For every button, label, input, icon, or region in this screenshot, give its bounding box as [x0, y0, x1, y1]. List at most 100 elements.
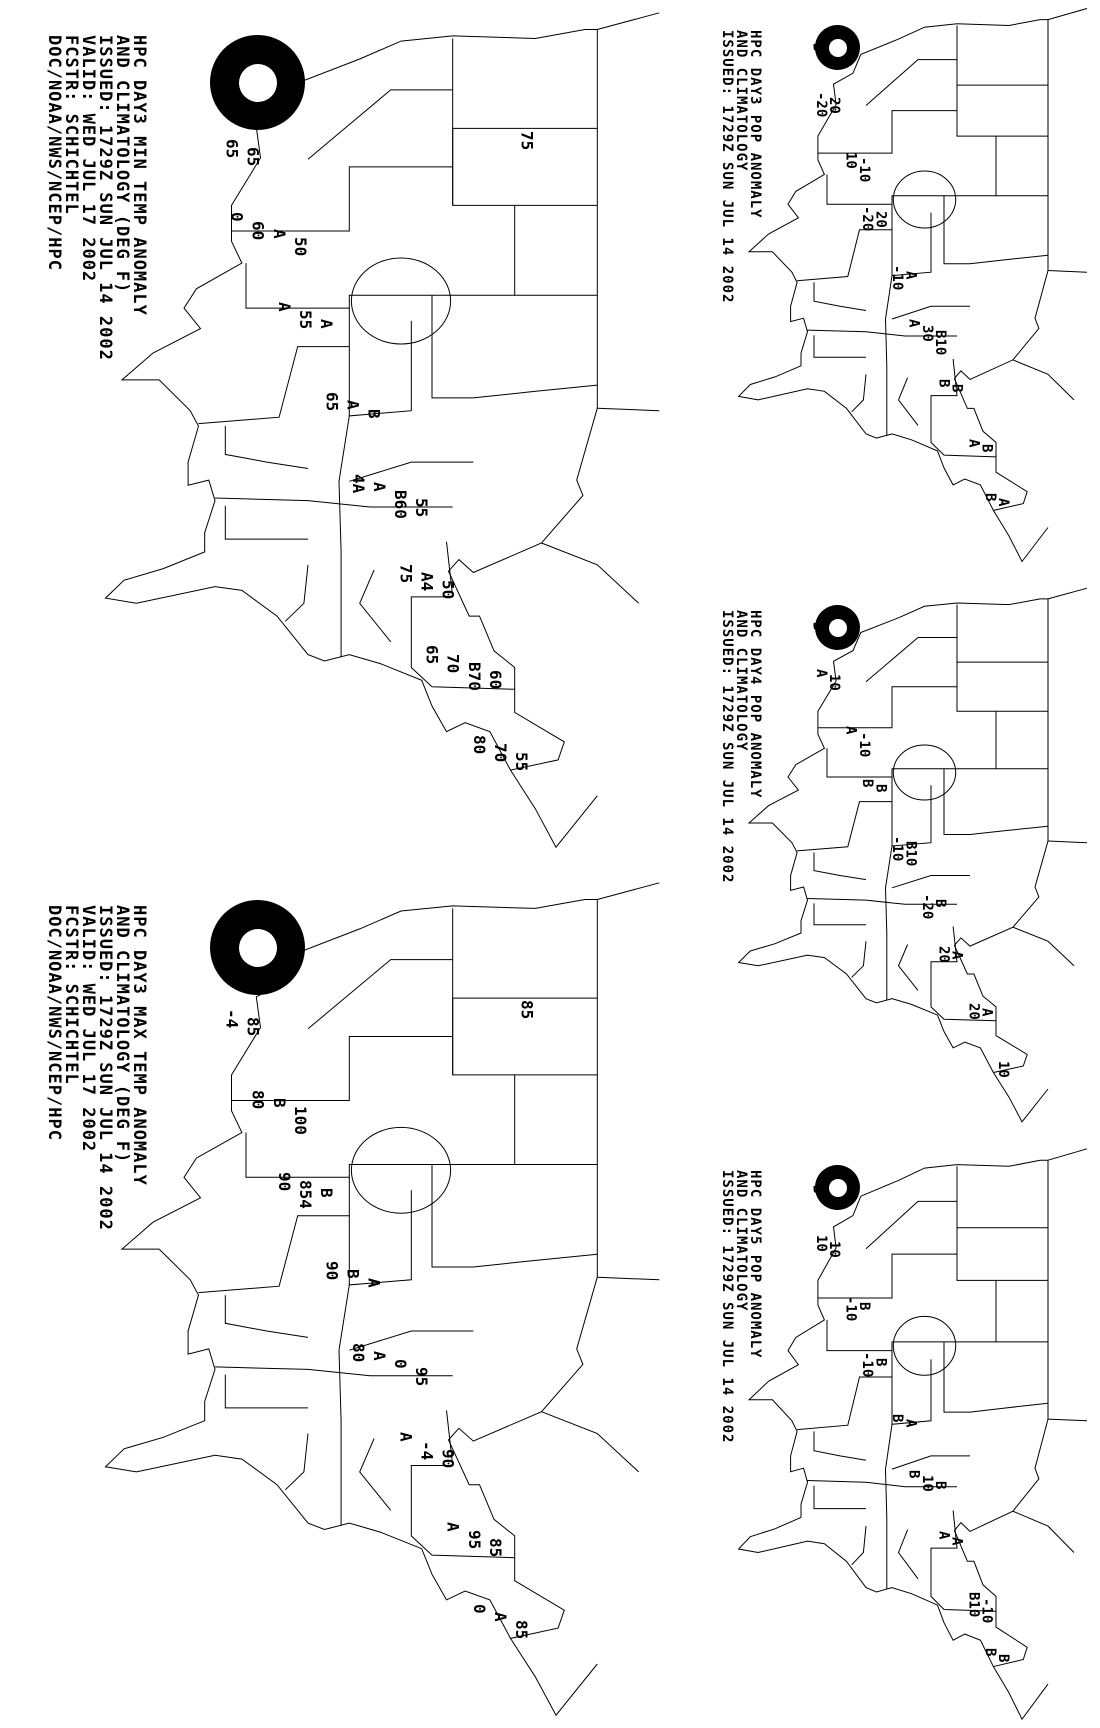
contour-label: 30: [918, 324, 935, 342]
contour-label: A: [842, 726, 859, 735]
canada-boundary: [1047, 587, 1088, 600]
contour-label: B: [995, 1653, 1012, 1663]
header-line: AND CLIMATOLOGY (DEG F): [112, 35, 132, 294]
state-boundary: [995, 711, 1048, 770]
day4-pop-map: [737, 587, 1088, 1123]
header-line: AND CLIMATOLOGY: [733, 610, 749, 752]
contour-label: 20: [935, 945, 952, 963]
contour-label: B: [981, 492, 998, 502]
contour-label: 4A: [348, 473, 368, 494]
contour-label: B70: [464, 661, 484, 691]
contour-label: A: [491, 1611, 511, 1622]
state-boundary: [943, 1341, 1049, 1413]
us-coastline-border: [737, 598, 1049, 1074]
contour-label: A: [812, 668, 829, 678]
header-line: ISSUED: 1729Z SUN JUL 14 2002: [95, 905, 115, 1231]
contour-label: 0: [391, 1359, 410, 1369]
contour-label: 85: [485, 1538, 505, 1558]
contour-label: -20: [812, 92, 829, 118]
state-boundary: [851, 941, 867, 978]
us-coastline-border: [737, 1159, 1049, 1668]
contour-label: 65: [422, 645, 442, 665]
contour-label: A4: [417, 571, 437, 592]
contour-label: B: [932, 1480, 949, 1490]
state-boundary: [891, 777, 932, 847]
contour-line: [892, 170, 957, 229]
contour-label: 60: [485, 669, 505, 690]
contour-label: A: [317, 318, 337, 329]
contour-label: 50: [290, 236, 310, 257]
state-boundary: [349, 1330, 474, 1351]
contour-label: B: [217, 935, 237, 945]
state-boundary: [956, 661, 1048, 712]
noaa-logo: [815, 1165, 860, 1210]
contour-label: A: [965, 438, 982, 448]
state-boundary: [851, 1526, 867, 1566]
canada-boundary: [1047, 840, 1088, 844]
canada-boundary: [510, 769, 598, 849]
contour-label: B: [889, 1413, 905, 1423]
contour-line: [892, 744, 957, 801]
day5-pop-map: [737, 1148, 1088, 1721]
state-boundary: [410, 541, 515, 690]
canada-boundary: [597, 1276, 660, 1281]
state-boundary: [514, 205, 598, 296]
state-boundary: [231, 166, 453, 232]
contour-label: 75: [517, 130, 537, 150]
contour-label: 55: [296, 310, 316, 330]
state-boundary: [224, 1374, 308, 1409]
contour-label: -10: [978, 1598, 995, 1624]
header-line: HPC DAY3 POP ANOMALY: [747, 30, 763, 219]
state-boundary: [284, 1433, 309, 1491]
contour-label: 85: [517, 1000, 537, 1020]
contour-label: B: [932, 898, 949, 908]
contour-label: B: [978, 444, 995, 453]
contour-label: 65: [243, 147, 263, 167]
header-line: ISSUED: 1729Z SUN JUL 14 2002: [719, 30, 735, 304]
contour-label: B: [948, 384, 965, 393]
state-boundary: [224, 426, 309, 469]
state-boundary: [348, 1177, 412, 1286]
contour-label: B: [809, 621, 826, 631]
state-boundary: [214, 1366, 453, 1377]
state-boundary: [214, 497, 453, 508]
contour-label: 90: [275, 1171, 295, 1191]
contour-label: B10: [965, 1592, 982, 1618]
header-line: ISSUED: 1729Z SUN JUL 14 2002: [719, 610, 735, 884]
canada-boundary: [1047, 8, 1088, 21]
state-boundary: [995, 1280, 1048, 1343]
state-boundary: [198, 346, 350, 425]
contour-label: B: [935, 379, 952, 388]
canada-boundary: [1012, 926, 1075, 967]
contour-label: 90: [322, 1261, 342, 1281]
state-boundary: [813, 1485, 866, 1510]
state-boundary: [865, 59, 957, 106]
state-boundary: [891, 1455, 970, 1470]
contour-label: -10: [855, 731, 872, 757]
state-boundary: [891, 875, 970, 889]
canada-boundary: [1012, 359, 1075, 401]
header-line: AND CLIMATOLOGY (DEG F): [112, 905, 132, 1164]
contour-label: -10: [855, 157, 872, 183]
header-line: HPC DAY5 POP ANOMALY: [747, 1170, 763, 1359]
contour-label: B: [317, 1187, 337, 1198]
state-boundary: [245, 1132, 515, 1178]
contour-label: A: [443, 1522, 463, 1532]
us-coastline-border: [737, 19, 1049, 511]
canada-boundary: [992, 1072, 1049, 1123]
contour-label: A: [369, 1350, 389, 1361]
state-boundary: [865, 637, 957, 683]
state-boundary: [807, 1480, 957, 1488]
state-boundary: [431, 1164, 598, 1268]
state-boundary: [797, 801, 892, 852]
canada-boundary: [510, 1638, 598, 1717]
contour-label: 80: [348, 1342, 368, 1363]
contour-line: [350, 1126, 452, 1214]
noaa-logo: [210, 900, 305, 995]
contour-label: 854: [296, 1179, 316, 1209]
contour-label: 70: [443, 653, 463, 673]
contour-label: B10: [902, 841, 919, 867]
